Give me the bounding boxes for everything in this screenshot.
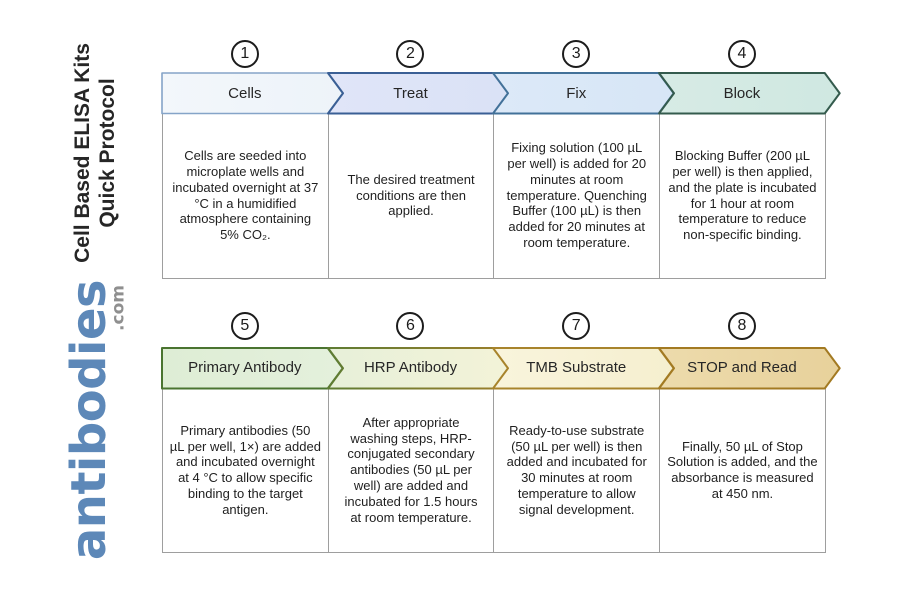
step-title: Cells <box>228 84 262 102</box>
step-description-box: The desired treatment conditions are the… <box>327 112 495 279</box>
step-title: Treat <box>393 84 428 102</box>
step-description: Fixing solution (100 µL per well) is add… <box>506 140 647 250</box>
step-number: 7 <box>571 316 581 334</box>
brand-logo: antibodies <box>61 279 117 561</box>
step-arrow-stop-and-read <box>658 346 841 389</box>
step-description: Ready-to-use substrate (50 µL per well) … <box>506 422 647 517</box>
step-number: 2 <box>406 44 415 62</box>
step-title: Fix <box>566 84 587 102</box>
step-number-badge: 5 <box>230 311 259 340</box>
step-title: STOP and Read <box>687 359 797 377</box>
step-title: Block <box>723 84 761 102</box>
step-description: Cells are seeded into microplate wells a… <box>172 148 319 243</box>
step-number: 5 <box>240 316 250 334</box>
step-description-box: After appropriate washing steps, HRP- co… <box>327 387 495 553</box>
step-number: 8 <box>737 316 747 334</box>
step-description-box: Cells are seeded into microplate wells a… <box>162 112 329 279</box>
step-number-badge: 7 <box>562 311 591 340</box>
step-number-badge: 3 <box>562 39 591 68</box>
step-title: HRP Antibody <box>363 359 458 377</box>
step-title: Primary Antibody <box>188 359 302 377</box>
step-number: 6 <box>406 316 415 334</box>
step-description-box: Finally, 50 µL of Stop Solution is added… <box>659 387 826 553</box>
step-description-box: Fixing solution (100 µL per well) is add… <box>493 112 661 279</box>
step-description-box: Blocking Buffer (200 µL per well) is the… <box>659 112 826 279</box>
diagram-title: Cell Based ELISA Kits Quick Protocol <box>71 42 119 263</box>
brand-logo-suffix: .com <box>108 285 129 331</box>
step-number: 3 <box>571 44 581 62</box>
step-description-box: Primary antibodies (50 µL per well, 1×) … <box>162 387 329 553</box>
step-title: TMB Substrate <box>526 359 627 377</box>
step-number-badge: 8 <box>727 311 756 340</box>
step-description-box: Ready-to-use substrate (50 µL per well) … <box>493 387 661 553</box>
step-number-badge: 6 <box>396 311 425 340</box>
step-description: Blocking Buffer (200 µL per well) is the… <box>668 148 817 243</box>
step-number: 4 <box>737 44 747 62</box>
step-number-badge: 1 <box>230 39 259 68</box>
step-description: Finally, 50 µL of Stop Solution is added… <box>667 438 818 501</box>
step-arrow-block <box>658 72 841 115</box>
step-number: 1 <box>240 44 250 62</box>
step-number-badge: 2 <box>396 39 425 68</box>
step-description: The desired treatment conditions are the… <box>347 171 475 219</box>
step-number-badge: 4 <box>727 39 756 68</box>
step-description: After appropriate washing steps, HRP- co… <box>344 414 478 525</box>
step-description: Primary antibodies (50 µL per well, 1×) … <box>169 422 321 517</box>
